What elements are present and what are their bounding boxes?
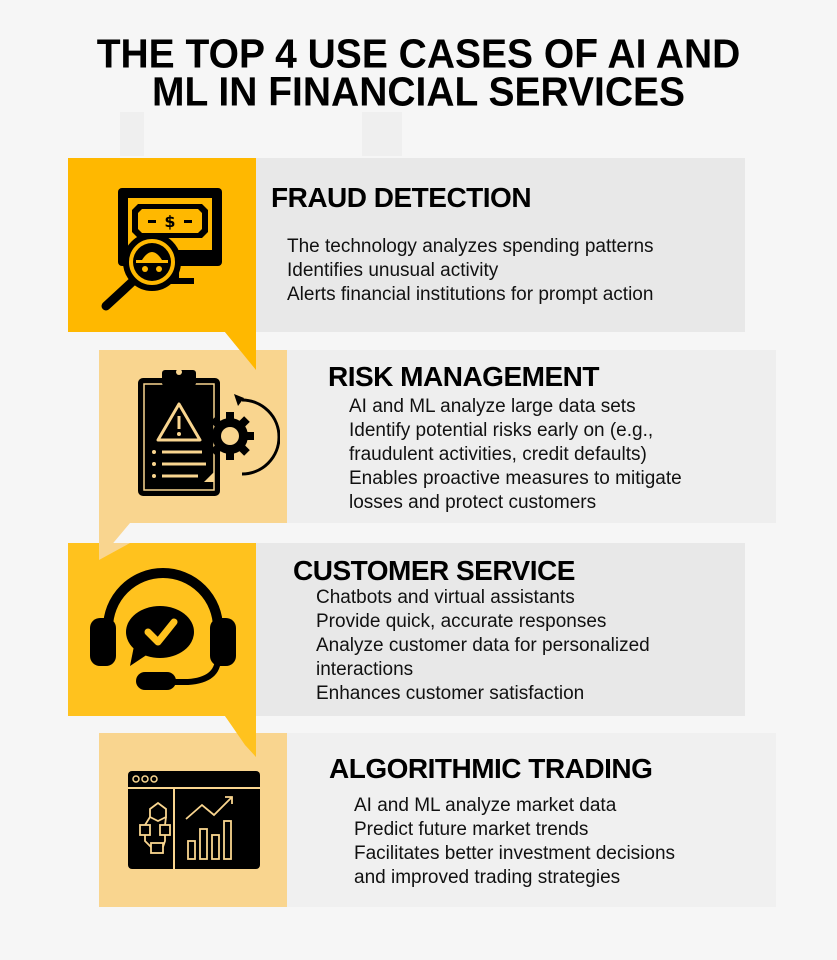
- clipboard-warning-gear-icon: [138, 369, 280, 496]
- svg-text:$: $: [164, 212, 175, 231]
- bullet-item: Enables proactive measures to mitigate: [349, 468, 682, 489]
- bullet-item: Identify potential risks early on (e.g.,: [349, 420, 654, 441]
- use-case-heading: FRAUD DETECTION: [271, 182, 532, 213]
- bullet-item: Enhances customer satisfaction: [316, 683, 585, 704]
- bullet-item: AI and ML analyze market data: [354, 795, 617, 816]
- bullet-item: and improved trading strategies: [354, 867, 621, 888]
- use-case-heading: RISK MANAGEMENT: [328, 361, 599, 392]
- bullet-item: The technology analyzes spending pattern…: [287, 236, 654, 257]
- title-line-1: THE TOP 4 USE CASES OF AI AND: [96, 32, 741, 78]
- fraud-monitor-magnifier-icon: $: [101, 188, 222, 311]
- bullet-item: Alerts financial institutions for prompt…: [287, 284, 654, 305]
- decorative-ghost-shape: [120, 112, 144, 156]
- text-panel: [256, 158, 745, 332]
- headset-chat-check-icon: [90, 568, 236, 690]
- use-case-heading: ALGORITHMIC TRADING: [329, 753, 653, 784]
- text-panel: [256, 543, 745, 716]
- bullet-item: Identifies unusual activity: [287, 260, 499, 281]
- bullet-item: losses and protect customers: [349, 492, 597, 513]
- bullet-item: interactions: [316, 659, 414, 680]
- use-case-heading: CUSTOMER SERVICE: [293, 555, 575, 586]
- text-panel: [287, 733, 776, 907]
- title-line-2: ML IN FINANCIAL SERVICES: [151, 69, 686, 115]
- use-case-bullets: Chatbots and virtual assistants Provide …: [316, 586, 650, 706]
- bullet-item: fraudulent activities, credit defaults): [349, 444, 647, 465]
- use-case-bullets: AI and ML analyze large data sets Identi…: [349, 395, 682, 515]
- page-title: THE TOP 4 USE CASES OF AI AND ML IN FINA…: [0, 32, 837, 115]
- use-case-bullets: AI and ML analyze market data Predict fu…: [354, 794, 675, 890]
- bullet-item: Provide quick, accurate responses: [316, 611, 607, 632]
- use-case-bullets: The technology analyzes spending pattern…: [287, 235, 654, 307]
- bullet-item: Analyze customer data for personalized: [316, 635, 650, 656]
- bullet-item: Facilitates better investment decisions: [354, 843, 676, 864]
- text-panel: [287, 350, 776, 523]
- trading-dashboard-chart-icon: [128, 771, 260, 869]
- bullet-item: Chatbots and virtual assistants: [316, 587, 575, 608]
- bullet-item: Predict future market trends: [354, 819, 589, 840]
- decorative-ghost-shape: [362, 112, 402, 156]
- bullet-item: AI and ML analyze large data sets: [349, 396, 636, 417]
